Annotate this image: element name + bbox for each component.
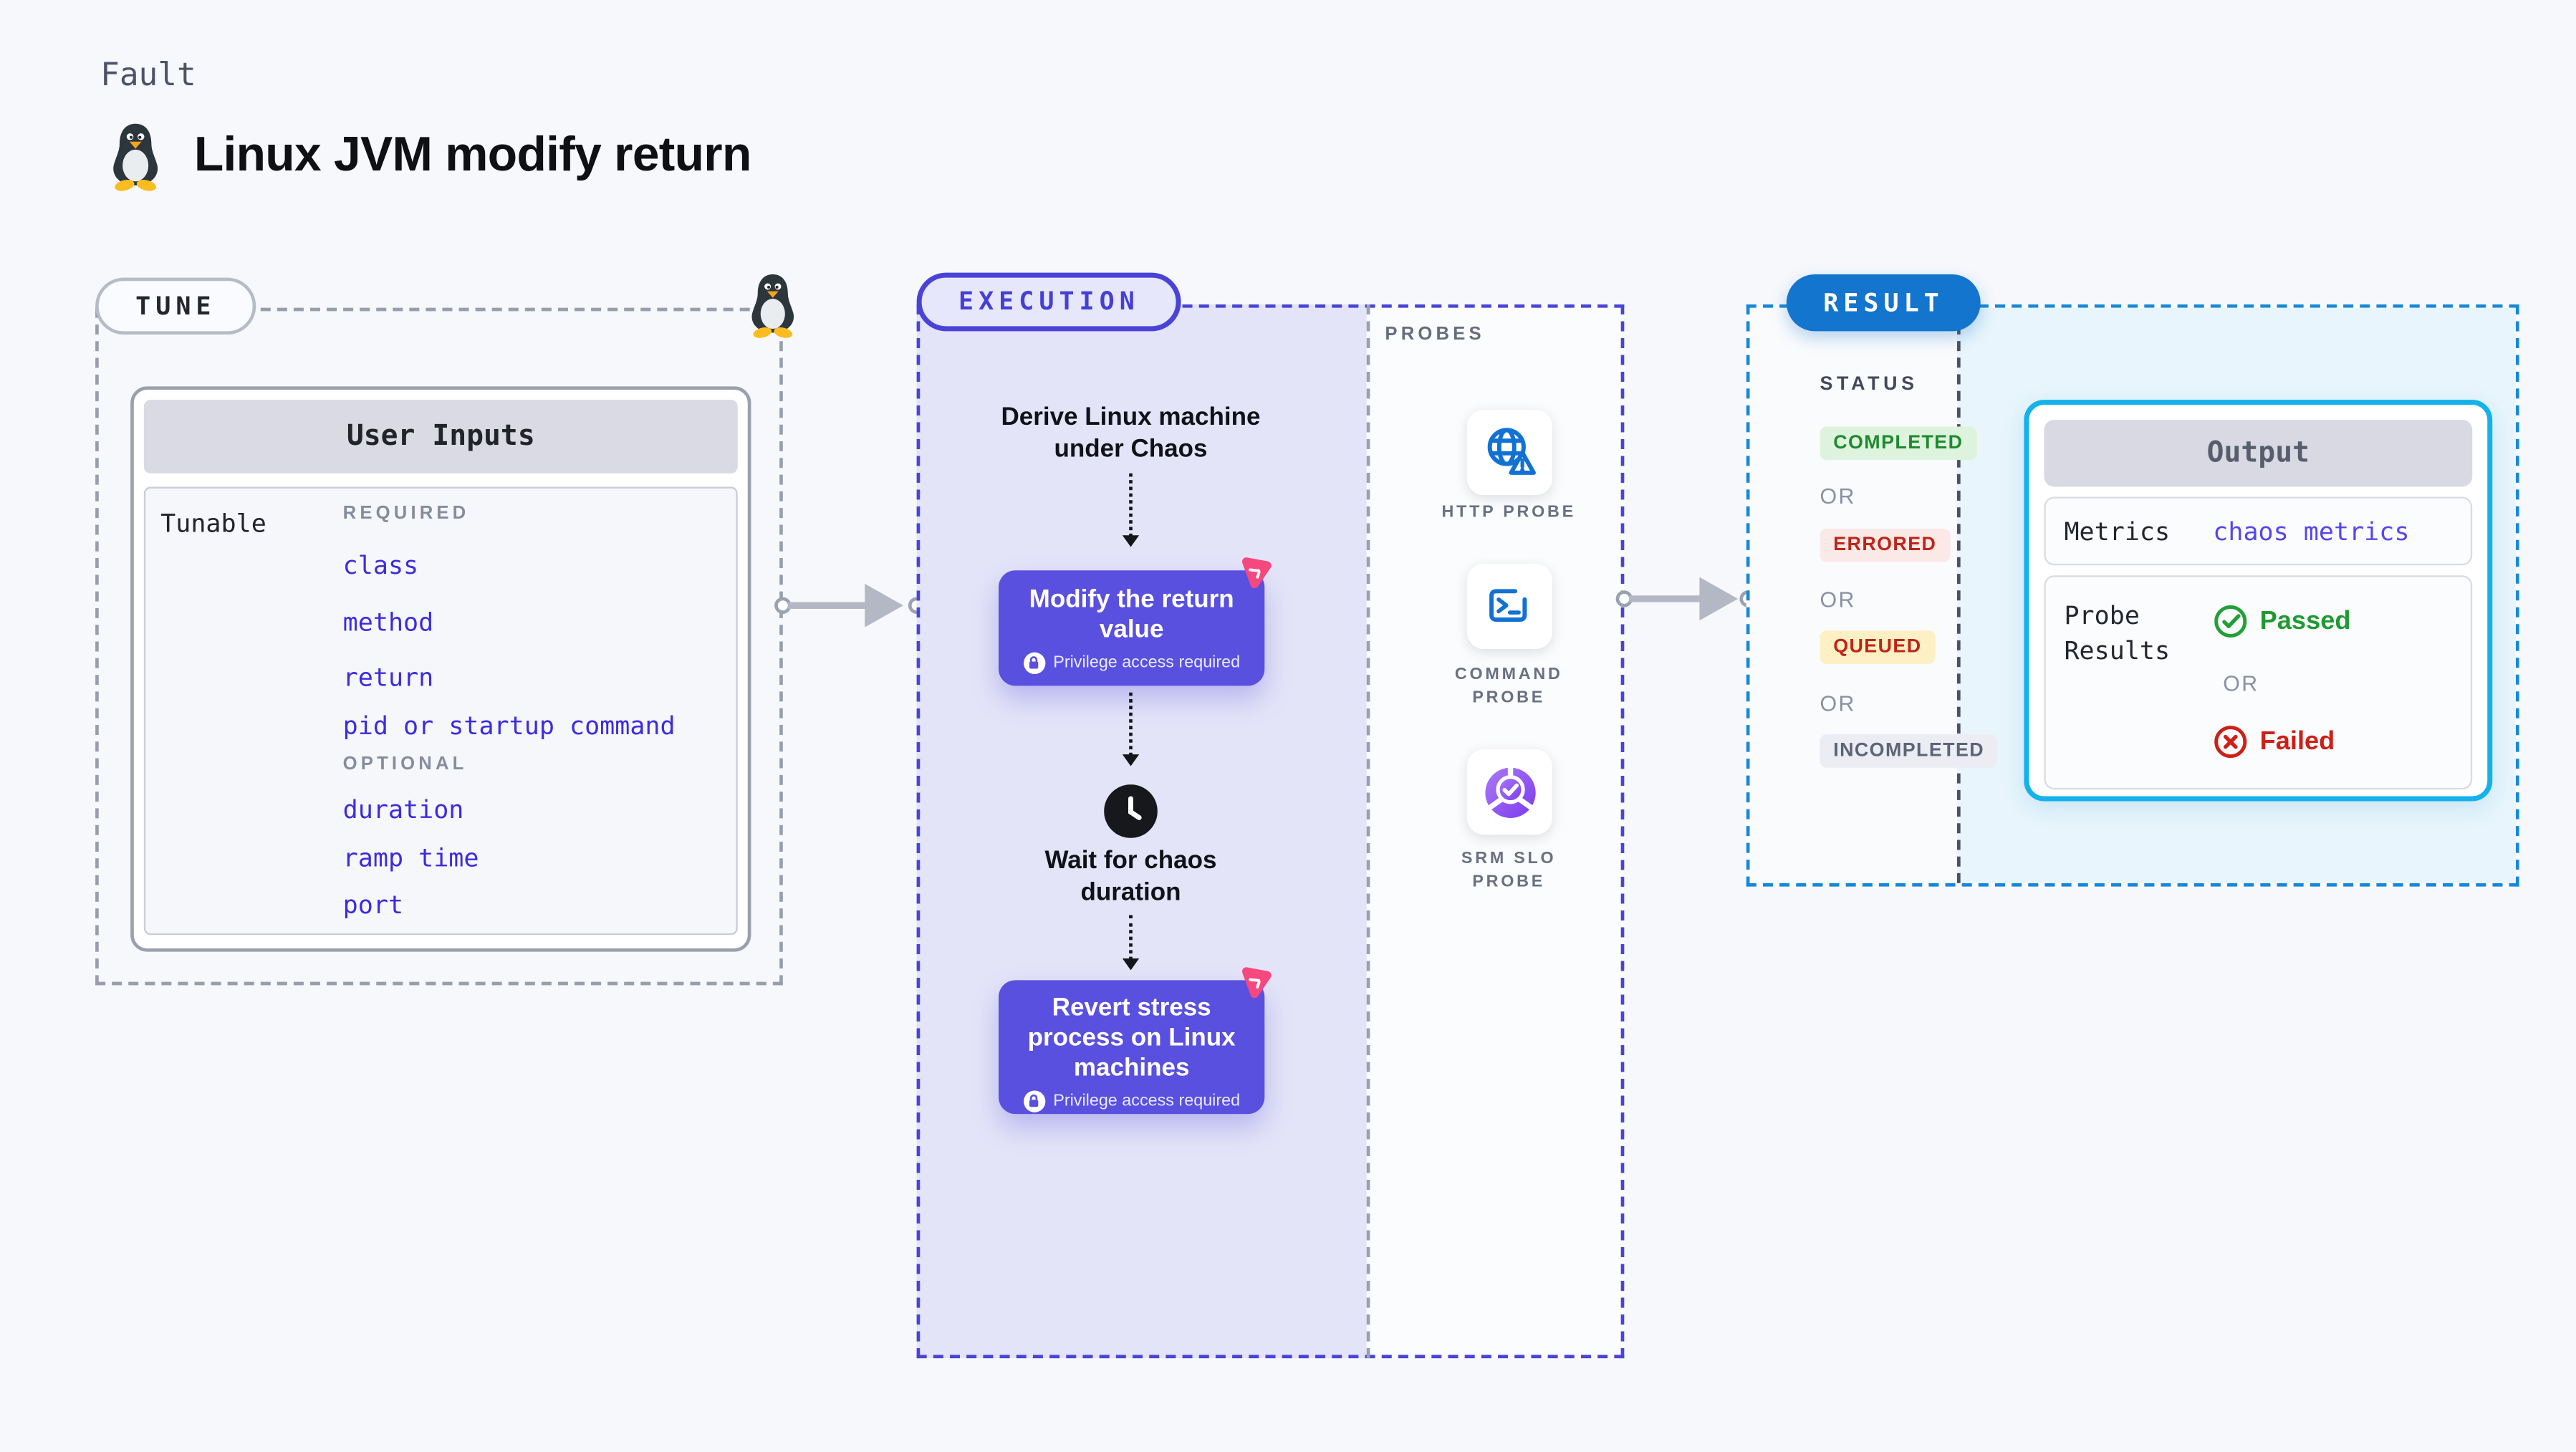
chaos-experiment-icon bbox=[1241, 967, 1272, 999]
user-inputs-body bbox=[143, 486, 738, 936]
revert-stress-step-title: Revert stress process on Linux machines bbox=[1027, 994, 1236, 1082]
lock-icon bbox=[1023, 652, 1045, 675]
input-method: method bbox=[342, 607, 434, 638]
revert-stress-step-card: Revert stress process on Linux machines … bbox=[999, 980, 1265, 1115]
user-inputs-title: User Inputs bbox=[143, 400, 738, 473]
probes-label: PROBES bbox=[1385, 324, 1485, 345]
dotted-connector bbox=[1121, 473, 1139, 547]
or-label: OR bbox=[1820, 587, 1856, 612]
required-label: REQUIRED bbox=[342, 503, 470, 524]
http-probe-card bbox=[1466, 410, 1552, 496]
modify-return-step-card: Modify the return value Privilege access… bbox=[999, 570, 1265, 686]
privilege-note: Privilege access required bbox=[1053, 654, 1241, 673]
probe-result-failed: Failed bbox=[2213, 724, 2335, 759]
output-card: Output Metrics chaos metrics Probe Resul… bbox=[2024, 400, 2493, 802]
command-probe-label: COMMAND PROBE bbox=[1454, 665, 1563, 708]
metrics-value-link: chaos metrics bbox=[2213, 516, 2410, 547]
derive-step-text: Derive Linux machine under Chaos bbox=[1001, 403, 1261, 463]
arrow-tune-to-execution bbox=[774, 580, 926, 630]
probe-results-label: Probe Results bbox=[2064, 600, 2171, 666]
tune-section-box bbox=[95, 307, 783, 986]
input-pid-or-startup-command: pid or startup command bbox=[342, 711, 676, 741]
output-title: Output bbox=[2044, 420, 2473, 487]
srm-slo-probe-label: SRM SLO PROBE bbox=[1461, 850, 1557, 892]
wait-step-text: Wait for chaos duration bbox=[1044, 846, 1217, 907]
tunable-label: Tunable bbox=[160, 508, 266, 539]
modify-return-step-title: Modify the return value bbox=[1029, 585, 1234, 644]
chaos-experiment-icon bbox=[1241, 557, 1272, 589]
or-label: OR bbox=[1820, 483, 1856, 509]
passed-label: Passed bbox=[2259, 606, 2351, 635]
status-badge-completed: COMPLETED bbox=[1820, 426, 1977, 461]
probes-separator bbox=[1366, 304, 1370, 1359]
clock-icon bbox=[1104, 784, 1158, 838]
srm-slo-probe-card bbox=[1466, 749, 1552, 835]
or-label: OR bbox=[1820, 691, 1856, 716]
status-badge-errored: ERRORED bbox=[1820, 528, 1951, 562]
page-title: Linux JVM modify return bbox=[193, 128, 751, 183]
probe-result-passed: Passed bbox=[2213, 604, 2350, 639]
fault-kicker: Fault bbox=[100, 57, 196, 94]
lock-icon bbox=[1023, 1090, 1045, 1112]
failed-label: Failed bbox=[2259, 726, 2335, 756]
arrow-execution-to-result bbox=[1615, 574, 1756, 624]
probe-results-row: Probe Results Passed OR Failed bbox=[2044, 575, 2473, 790]
dotted-connector bbox=[1121, 915, 1139, 971]
input-class: class bbox=[342, 550, 419, 581]
status-badge-queued: QUEUED bbox=[1820, 630, 1936, 665]
command-probe-card bbox=[1466, 563, 1552, 650]
privilege-note: Privilege access required bbox=[1053, 1092, 1241, 1111]
optional-label: OPTIONAL bbox=[342, 754, 468, 775]
terminal-icon bbox=[1488, 588, 1527, 621]
http-probe-label: HTTP PROBE bbox=[1441, 503, 1576, 522]
input-port: port bbox=[342, 890, 404, 920]
x-circle-icon bbox=[2214, 726, 2247, 759]
metrics-label: Metrics bbox=[2064, 516, 2171, 547]
check-circle-icon bbox=[2214, 605, 2247, 638]
status-badge-incompleted: INCOMPLETED bbox=[1820, 734, 1998, 768]
linux-penguin-icon bbox=[113, 123, 158, 191]
linux-penguin-icon bbox=[751, 274, 794, 338]
status-label: STATUS bbox=[1820, 375, 1918, 395]
input-return: return bbox=[342, 662, 434, 693]
execution-section-box bbox=[916, 304, 1625, 1359]
slo-donut-icon bbox=[1484, 764, 1535, 817]
or-label: OR bbox=[2223, 670, 2259, 696]
tune-badge: TUNE bbox=[95, 277, 256, 335]
metrics-row: Metrics chaos metrics bbox=[2044, 496, 2473, 566]
execution-badge: EXECUTION bbox=[916, 272, 1182, 332]
input-duration: duration bbox=[342, 794, 464, 825]
input-ramp-time: ramp time bbox=[342, 842, 479, 873]
dotted-connector bbox=[1121, 692, 1139, 766]
result-badge: RESULT bbox=[1786, 274, 1981, 332]
globe-alert-icon bbox=[1486, 427, 1535, 474]
